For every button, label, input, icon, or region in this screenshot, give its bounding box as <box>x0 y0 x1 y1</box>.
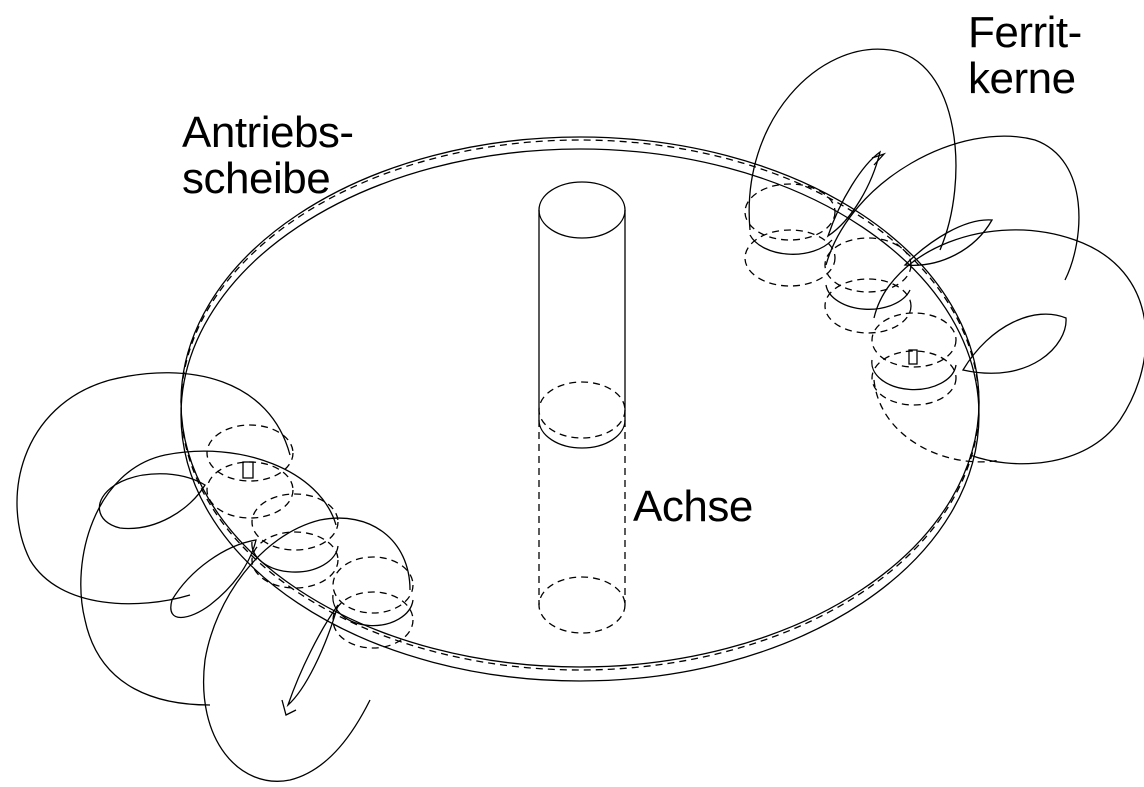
core-l3-ring-bottom <box>332 591 414 649</box>
core-r1-ring-top <box>744 183 836 241</box>
core-r1-ring-front <box>749 234 833 255</box>
ferrite-cores-label: Ferrit-kerne <box>968 10 1082 102</box>
ferrite-core-left-1 <box>16 372 294 605</box>
core-r1-inner <box>826 150 882 238</box>
core-l2-outer <box>80 450 337 706</box>
core-r1-outer <box>748 48 957 251</box>
core-l1-pin <box>242 461 254 479</box>
ferrite-core-right-3 <box>871 229 1144 465</box>
ferrite-core-right-2 <box>824 135 1080 334</box>
ferrite-cores-label-line2: kerne <box>968 54 1076 103</box>
drive-disk-label-line2: scheibe <box>182 154 331 203</box>
axle-label: Achse <box>633 482 753 531</box>
core-r3-ring-front <box>871 359 957 391</box>
core-r3-pin <box>908 349 918 365</box>
ferrite-core-right-1 <box>744 48 957 287</box>
core-l1-ring-top <box>206 424 294 482</box>
core-r3-inner <box>961 313 1067 374</box>
ferrite-cores-label-line1: Ferrit- <box>968 8 1082 57</box>
disk-bottom-rim <box>180 148 980 682</box>
axle-disk-intersection <box>538 419 626 449</box>
core-r3-ring-bottom <box>871 350 957 406</box>
core-r3-hidden-arc <box>873 379 1001 463</box>
ferrite-cores-left <box>16 372 414 782</box>
core-l2-ring-front <box>251 541 339 573</box>
ferrite-core-left-3 <box>203 517 414 782</box>
axle-top-cap <box>538 181 626 239</box>
core-r2-ring-front <box>825 284 911 310</box>
core-l3-inner <box>286 604 339 708</box>
axle-hidden-ring <box>538 381 626 439</box>
core-r2-ring-top <box>824 237 912 293</box>
core-l3-outer <box>203 517 411 782</box>
core-l1-inner <box>98 473 206 530</box>
core-l3-tip <box>281 699 297 716</box>
core-r3-outer <box>873 229 1144 465</box>
core-l2-ring-top <box>251 493 339 551</box>
core-l3-ring-front <box>332 594 414 627</box>
ferrite-core-left-2 <box>80 450 339 706</box>
core-r2-ring-bottom <box>824 278 912 334</box>
axle-hidden-bottom-cap <box>538 576 626 634</box>
core-r2-outer <box>825 135 1080 281</box>
core-l1-ring-bottom <box>206 461 294 519</box>
axle <box>538 181 626 634</box>
core-l1-outer <box>16 372 291 605</box>
disk-hidden-rim <box>180 139 980 671</box>
core-l2-ring-bottom <box>251 531 339 589</box>
core-l3-ring-top <box>332 556 414 614</box>
core-r1-ring-bottom <box>744 229 836 287</box>
core-l2-inner <box>170 539 257 618</box>
core-r3-ring-top <box>871 312 957 368</box>
drive-disk-label-line1: Antriebs- <box>182 108 354 157</box>
core-r1-tip <box>871 152 887 166</box>
ferrite-cores-right <box>744 48 1144 465</box>
drive-disk <box>180 136 980 682</box>
drive-disk-label: Antriebs-scheibe <box>182 110 354 202</box>
core-r2-inner <box>903 219 994 266</box>
